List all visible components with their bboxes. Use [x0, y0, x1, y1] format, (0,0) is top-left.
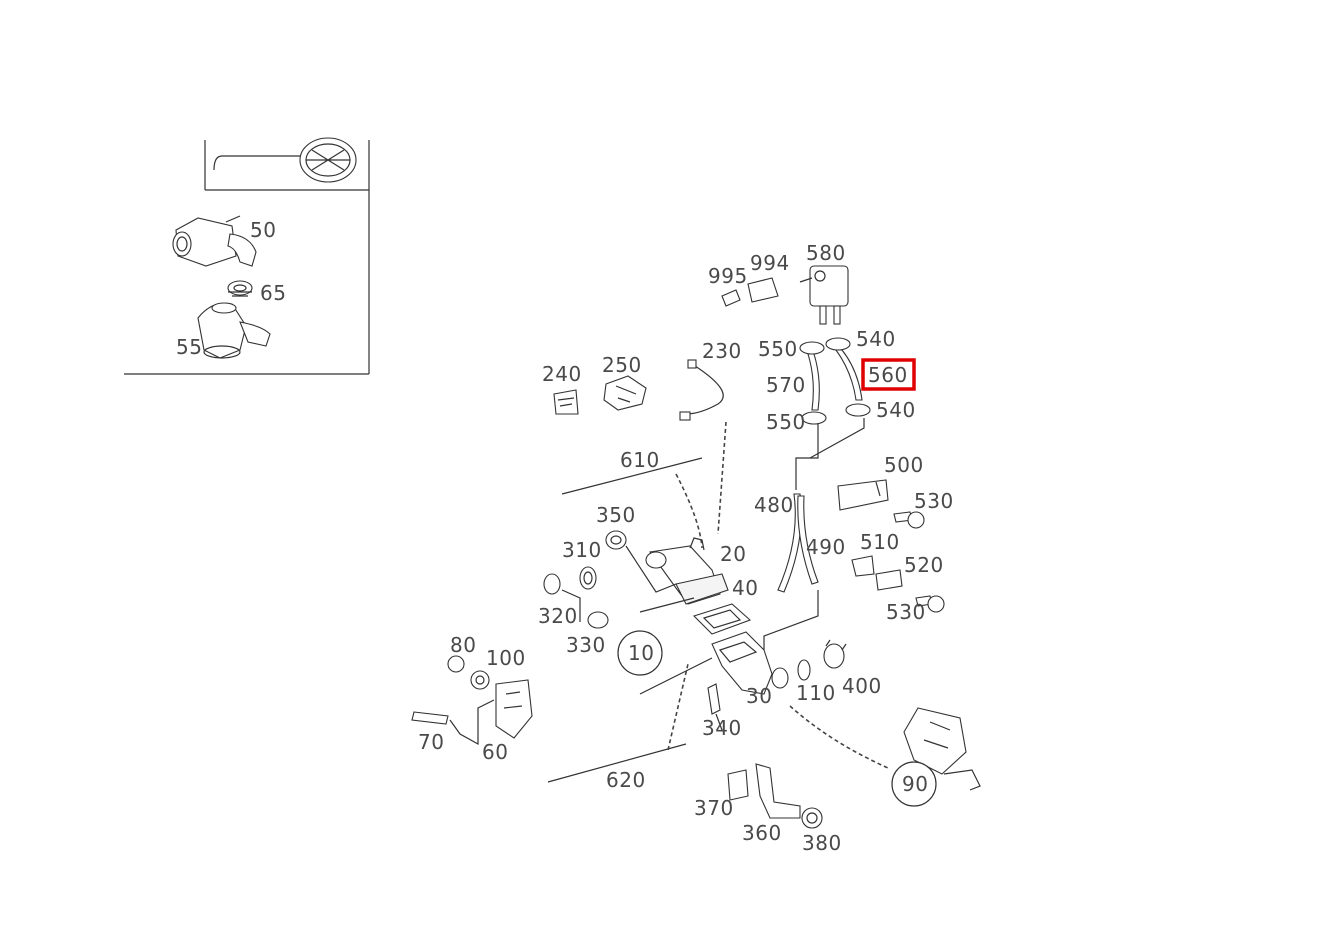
part-90-assembly [891, 707, 981, 807]
label-110[interactable]: 110 [796, 681, 836, 705]
part-labels: 50 65 55 580 994 995 540 550 560 570 550… [176, 218, 954, 855]
highlight-box-560 [861, 358, 916, 391]
label-480[interactable]: 480 [754, 493, 794, 517]
label-70[interactable]: 70 [418, 730, 444, 754]
label-370[interactable]: 370 [694, 796, 734, 820]
label-380[interactable]: 380 [802, 831, 842, 855]
label-80[interactable]: 80 [450, 633, 476, 657]
label-100[interactable]: 100 [486, 646, 526, 670]
part-520-bracket [875, 569, 903, 591]
label-500[interactable]: 500 [884, 453, 924, 477]
label-60[interactable]: 60 [482, 740, 508, 764]
label-620[interactable]: 620 [606, 768, 646, 792]
part-10-assembly-marker [617, 597, 713, 695]
label-550-lower[interactable]: 550 [766, 410, 806, 434]
label-10[interactable]: 10 [628, 641, 654, 665]
label-510[interactable]: 510 [860, 530, 900, 554]
label-90[interactable]: 90 [902, 772, 928, 796]
part-550-clamp-upper [799, 341, 825, 355]
label-540-upper[interactable]: 540 [856, 327, 896, 351]
label-580[interactable]: 580 [806, 241, 846, 265]
part-55-drawing [197, 302, 271, 359]
label-570[interactable]: 570 [766, 373, 806, 397]
part-310-gasket [579, 566, 597, 590]
part-994-connector [747, 277, 779, 303]
connector-lines-30 [763, 590, 819, 650]
label-530-lower[interactable]: 530 [886, 600, 926, 624]
part-550-clamp-lower [801, 411, 827, 425]
part-540-clamp-lower [845, 403, 871, 417]
part-380-nut [801, 807, 823, 829]
label-520[interactable]: 520 [904, 553, 944, 577]
part-50-drawing [172, 215, 257, 267]
label-240[interactable]: 240 [542, 362, 582, 386]
part-230-sensor [679, 359, 724, 421]
part-610-rod [561, 421, 727, 549]
label-610[interactable]: 610 [620, 448, 660, 472]
part-65-drawing [227, 280, 253, 297]
part-510-bracket [851, 555, 875, 577]
label-230[interactable]: 230 [702, 339, 742, 363]
label-65[interactable]: 65 [260, 281, 286, 305]
part-500-heat-shield [837, 479, 889, 511]
part-110-seal [797, 659, 811, 681]
part-60-bracket [495, 679, 533, 739]
label-400[interactable]: 400 [842, 674, 882, 698]
part-620-rod [547, 663, 889, 783]
part-320-flange [543, 573, 581, 622]
part-250-control-unit [603, 375, 647, 411]
part-530-bolt-upper [893, 511, 925, 529]
part-580-pressure-sensor [799, 265, 849, 325]
label-340[interactable]: 340 [702, 716, 742, 740]
inset-panel [124, 137, 370, 375]
part-30-converter [711, 631, 789, 695]
label-20[interactable]: 20 [720, 542, 746, 566]
part-350-nut [605, 530, 677, 593]
label-490[interactable]: 490 [806, 535, 846, 559]
part-20-converter [645, 537, 729, 605]
label-50[interactable]: 50 [250, 218, 276, 242]
label-560[interactable]: 560 [868, 363, 908, 387]
label-250[interactable]: 250 [602, 353, 642, 377]
part-360-support [755, 763, 801, 819]
part-80-nut [447, 655, 465, 673]
part-570-hose [807, 353, 820, 411]
label-530-upper[interactable]: 530 [914, 489, 954, 513]
label-55[interactable]: 55 [176, 335, 202, 359]
part-70-bolt [411, 699, 495, 746]
label-350[interactable]: 350 [596, 503, 636, 527]
label-550-upper[interactable]: 550 [758, 337, 798, 361]
part-490-pipe [797, 418, 865, 585]
part-370-bracket [727, 769, 749, 801]
label-40[interactable]: 40 [732, 576, 758, 600]
part-540-clamp-upper [825, 337, 851, 351]
part-530-bolt-lower [915, 595, 945, 613]
label-320[interactable]: 320 [538, 604, 578, 628]
label-30[interactable]: 30 [746, 684, 772, 708]
part-560-hose [834, 349, 863, 401]
part-400-clamp [823, 639, 847, 669]
part-40-gasket [692, 603, 752, 635]
label-994[interactable]: 994 [750, 251, 790, 275]
label-540-lower[interactable]: 540 [876, 398, 916, 422]
label-360[interactable]: 360 [742, 821, 782, 845]
part-995-plug [721, 289, 741, 307]
label-995[interactable]: 995 [708, 264, 748, 288]
label-330[interactable]: 330 [566, 633, 606, 657]
label-310[interactable]: 310 [562, 538, 602, 562]
part-100-washer [470, 670, 490, 690]
part-240-clip [553, 389, 579, 415]
part-340-bolt [707, 683, 723, 731]
part-330-clamp [587, 611, 609, 629]
